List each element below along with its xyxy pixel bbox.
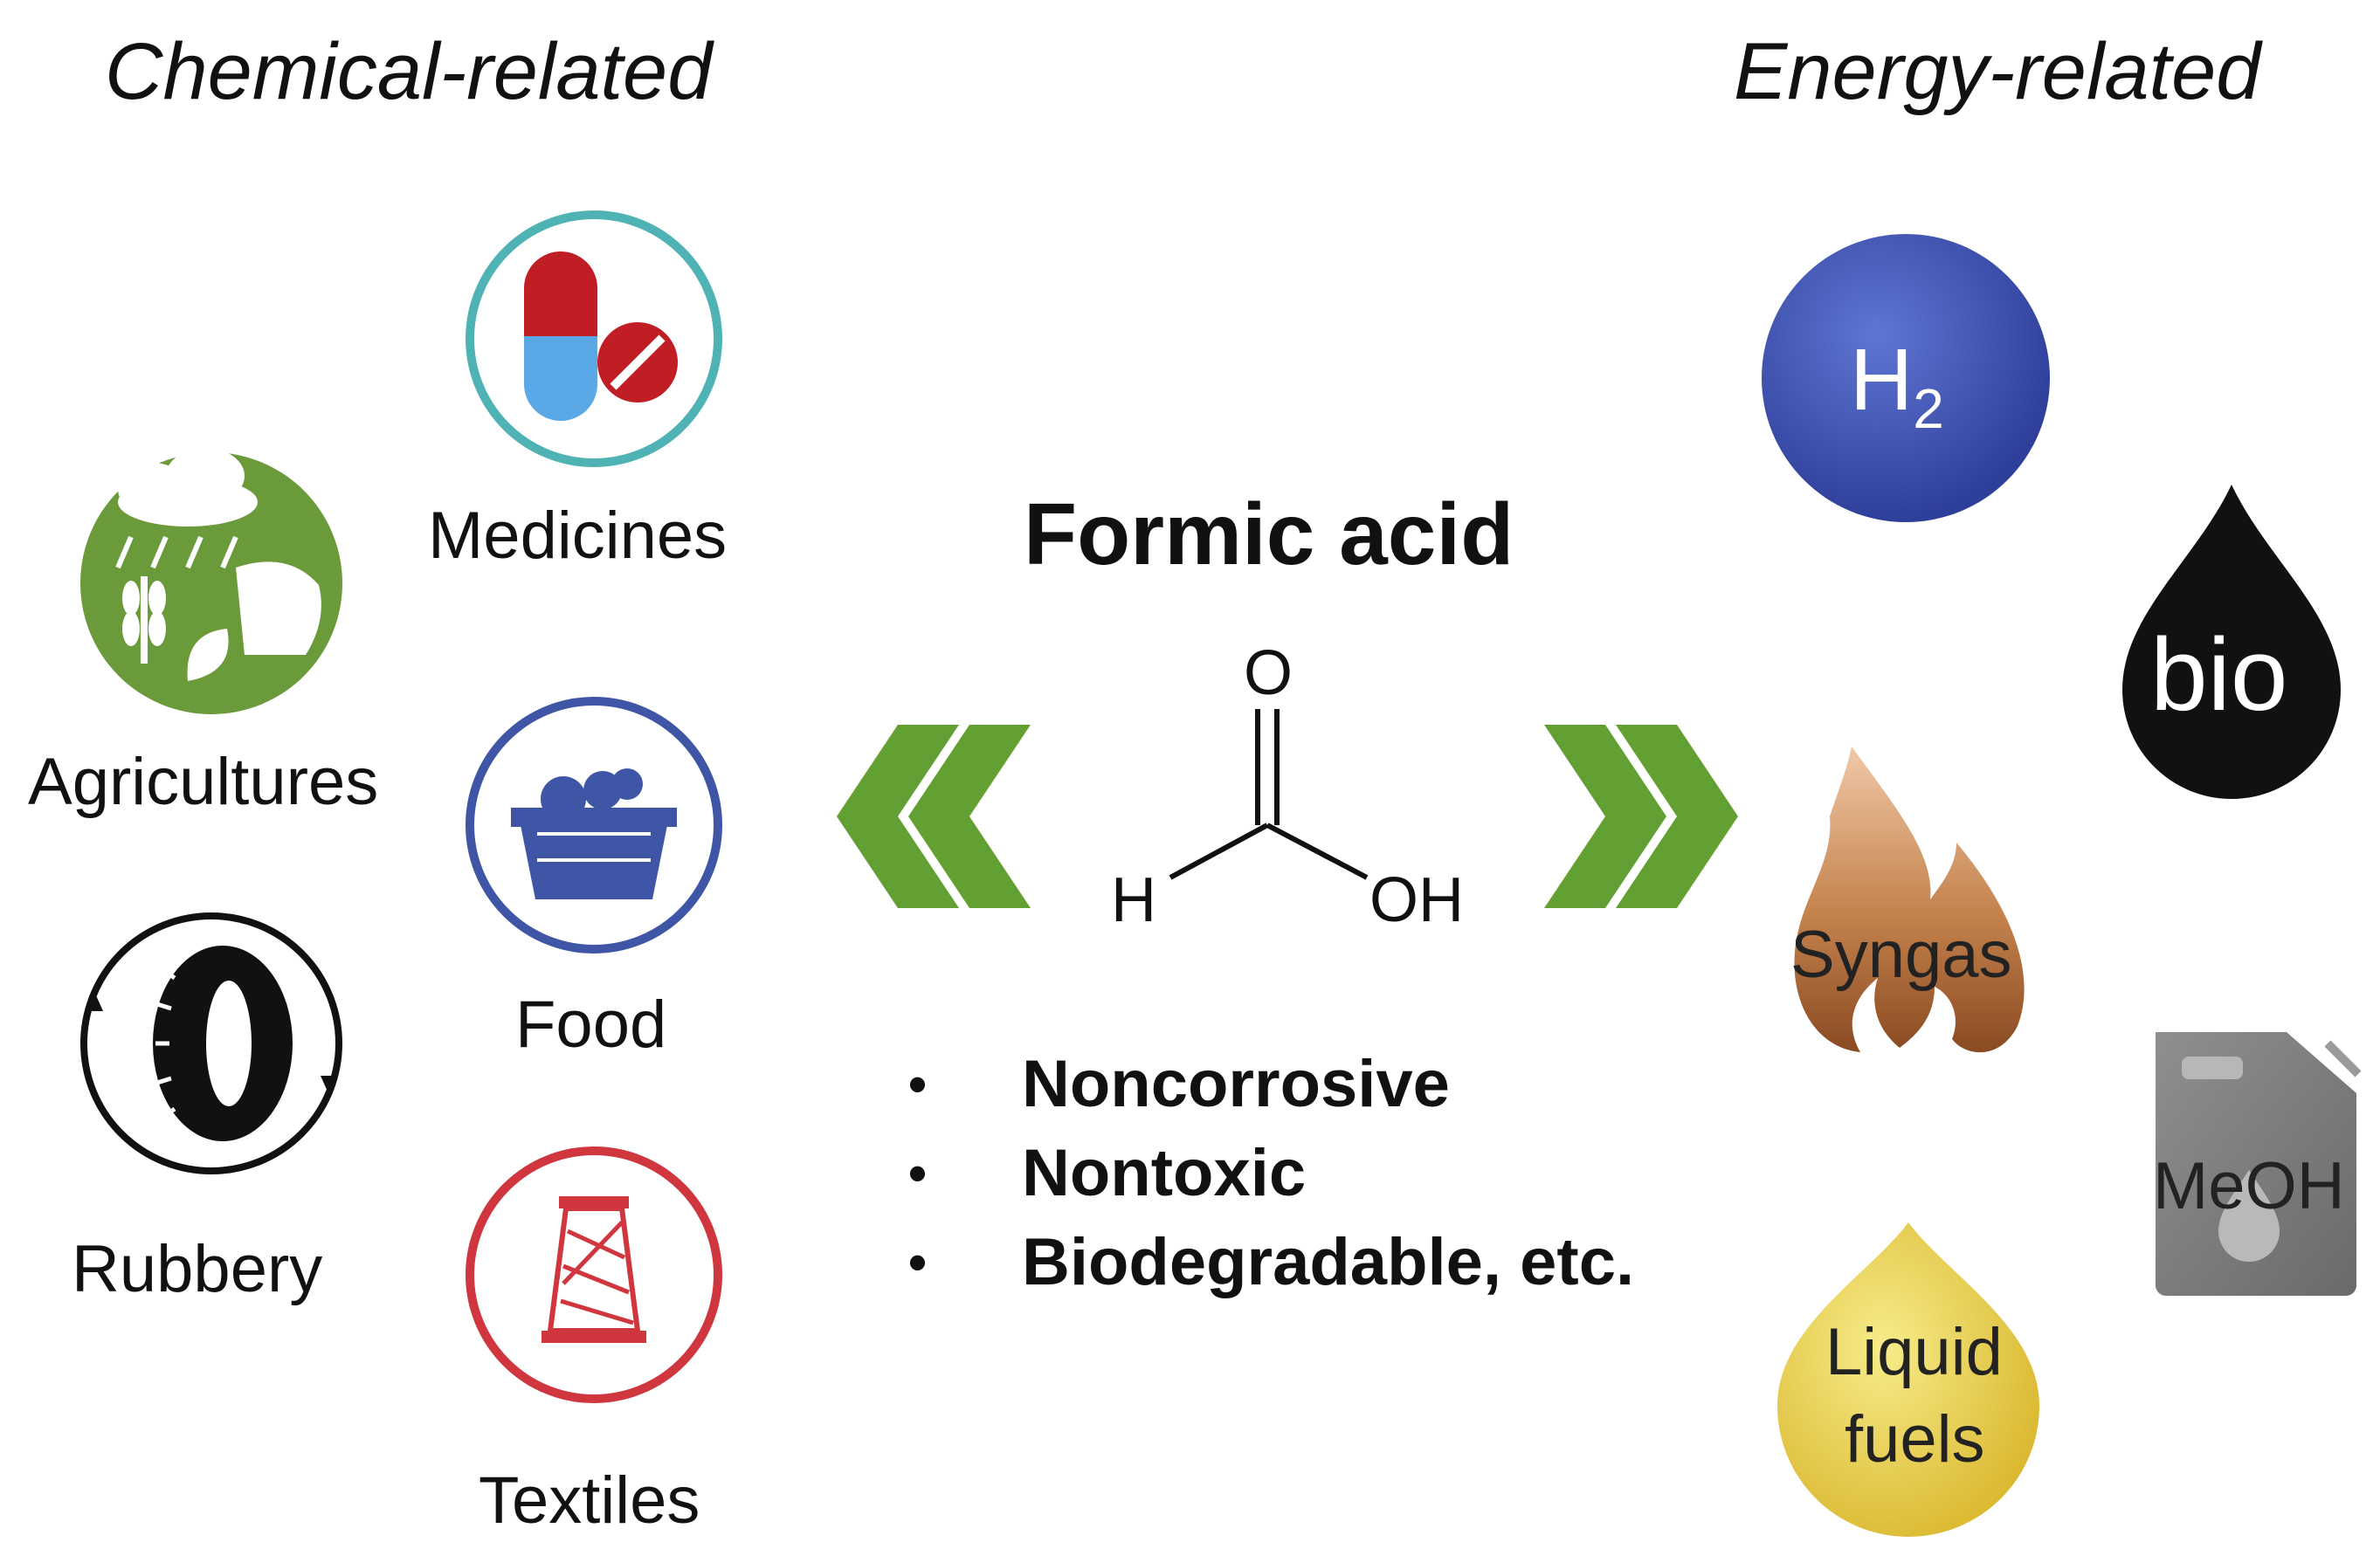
bullet-icon: •	[908, 1054, 928, 1113]
bullet-icon: •	[908, 1143, 928, 1202]
bio-label: bio	[2150, 617, 2288, 733]
property-text: Biodegradable, etc.	[1022, 1224, 1635, 1299]
property-text: Noncorrosive	[1022, 1046, 1450, 1121]
liquid-fuels-drop-icon	[1777, 1222, 2039, 1537]
agriculture-icon	[80, 448, 342, 714]
h2-subscript: 2	[1913, 377, 1944, 440]
food-label: Food	[515, 988, 667, 1062]
properties-list: • Noncorrosive • Nontoxic • Biodegradable, …	[891, 1039, 1634, 1306]
property-text: Nontoxic	[1022, 1135, 1307, 1210]
property-item: • Noncorrosive	[891, 1039, 1634, 1128]
hydrogen-atom-label: H	[1111, 865, 1156, 935]
liquid-fuels-label-line2: fuels	[1845, 1402, 1985, 1477]
oxygen-atom-label: O	[1244, 638, 1293, 708]
energy-related-heading: Energy-related	[1734, 27, 2261, 116]
property-item: • Biodegradable, etc.	[891, 1217, 1634, 1306]
left-double-chevron-icon	[837, 725, 1031, 908]
methanol-canister-icon	[2156, 1032, 2362, 1296]
h2-symbol: H	[1850, 331, 1914, 429]
meoh-label: MeOH	[2153, 1149, 2345, 1223]
property-item: • Nontoxic	[891, 1128, 1634, 1217]
textiles-label: Textiles	[479, 1463, 700, 1538]
medicines-icon	[466, 210, 722, 467]
hydrogen-sphere-icon	[1762, 234, 2050, 522]
food-basket-icon	[466, 697, 722, 953]
bullet-icon: •	[908, 1232, 928, 1291]
right-double-chevron-icon	[1544, 725, 1738, 908]
medicines-label: Medicines	[428, 499, 728, 573]
syngas-label: Syngas	[1790, 918, 2012, 992]
chemical-related-heading: Chemical-related	[105, 27, 713, 116]
agricultures-label: Agricultures	[28, 745, 379, 819]
formic-acid-title: Formic acid	[1024, 485, 1514, 583]
bio-drop-icon	[2122, 485, 2341, 799]
rubbery-label: Rubbery	[72, 1232, 323, 1306]
liquid-fuels-label-line1: Liquid	[1825, 1315, 2003, 1389]
textile-spool-icon	[466, 1146, 722, 1403]
h2-label: H2	[1850, 330, 1944, 441]
syngas-flame-icon	[1794, 747, 2025, 1053]
hydroxyl-group-label: OH	[1369, 865, 1464, 935]
tire-icon	[80, 912, 342, 1174]
formic-acid-structure	[1169, 709, 1369, 880]
